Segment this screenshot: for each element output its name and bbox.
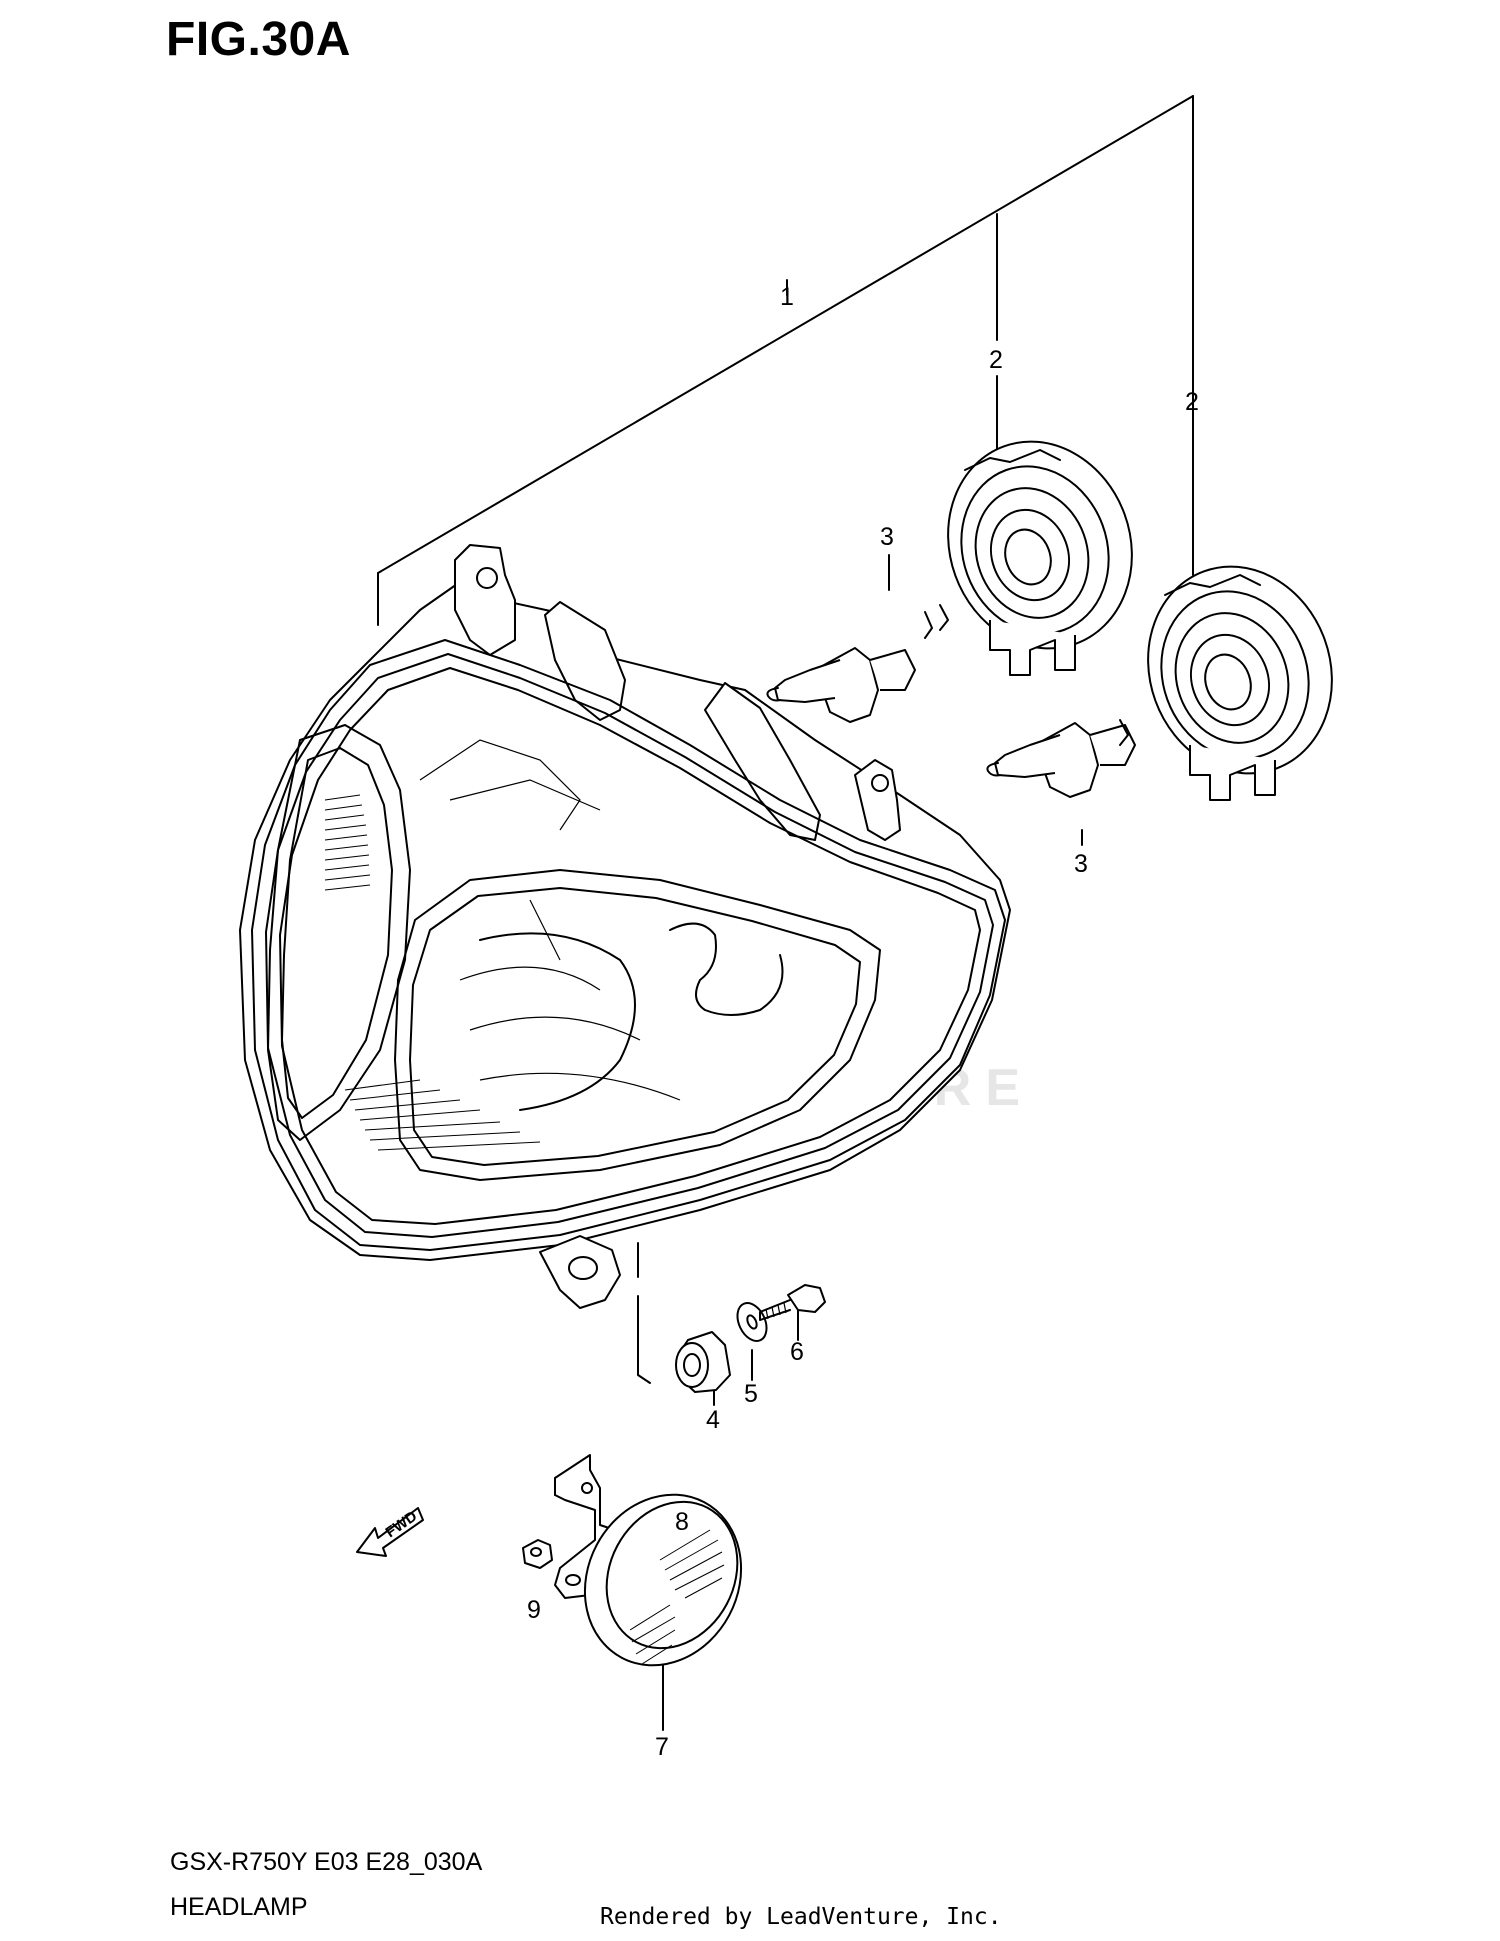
headlamp-main-reflector bbox=[394, 869, 881, 1181]
reflector-hatching bbox=[629, 1529, 725, 1665]
reflector-contour-5 bbox=[419, 739, 581, 831]
headlamp-lens-outline-outer bbox=[251, 639, 1006, 1251]
headlamp-side-reflector-inner bbox=[281, 747, 393, 1119]
top-mount-hole bbox=[476, 567, 498, 589]
callout-5: 5 bbox=[744, 1380, 758, 1408]
callout-4: 4 bbox=[706, 1406, 720, 1434]
headlamp-side-reflector bbox=[267, 724, 411, 1141]
callout-3-upper: 3 bbox=[880, 523, 894, 551]
reflector-contour-4 bbox=[529, 899, 561, 961]
headlamp-hatching bbox=[324, 794, 541, 1151]
figure-title: FIG.30A bbox=[166, 13, 351, 66]
render-credit: Rendered by LeadVenture, Inc. bbox=[600, 1904, 1002, 1930]
headlamp-projector-bowl bbox=[669, 922, 784, 1016]
callout-2-lower: 2 bbox=[1185, 388, 1199, 416]
bottom-mount-hole bbox=[568, 1256, 598, 1280]
callout-3-lower: 3 bbox=[1074, 850, 1088, 878]
headlamp-upper-duct bbox=[544, 601, 626, 721]
upper-socket-rim-tab bbox=[964, 449, 1061, 471]
forward-direction-arrow: FWD bbox=[356, 1507, 424, 1557]
bulb-lower bbox=[986, 719, 1136, 798]
callout-2-upper: 2 bbox=[989, 346, 1003, 374]
bulb-upper bbox=[766, 604, 949, 723]
section-name: HEADLAMP bbox=[170, 1893, 308, 1921]
leader-lines bbox=[377, 95, 1194, 1731]
headlamp-top-mount-tab bbox=[454, 544, 516, 656]
reflector-contour-6 bbox=[449, 779, 601, 811]
callout-labels: 1 2 2 3 3 4 5 6 7 8 9 bbox=[527, 283, 1199, 1761]
callout-7: 7 bbox=[655, 1733, 669, 1761]
headlamp-lens-outline-mid bbox=[265, 653, 994, 1238]
headlamp-lens-outline-inner bbox=[279, 667, 981, 1225]
grommet bbox=[675, 1331, 731, 1393]
screw bbox=[759, 1284, 826, 1321]
model-code: GSX-R750Y E03 E28_030A bbox=[170, 1848, 483, 1876]
bulb-socket-lower bbox=[1147, 565, 1333, 801]
callout-6: 6 bbox=[790, 1338, 804, 1366]
callout-8: 8 bbox=[675, 1508, 689, 1536]
washer bbox=[736, 1302, 768, 1342]
nut bbox=[522, 1539, 553, 1569]
upper-socket-terminals bbox=[989, 620, 1076, 676]
headlamp-side-mount-tab bbox=[854, 759, 901, 841]
bulb-socket-upper bbox=[947, 440, 1133, 676]
headlamp-assembly bbox=[239, 544, 1011, 1309]
reflector-contour-3 bbox=[479, 1072, 681, 1101]
lower-socket-terminals bbox=[1189, 745, 1276, 801]
side-mount-hole bbox=[871, 774, 889, 792]
callout-9: 9 bbox=[527, 1596, 541, 1624]
reflector-contour-2 bbox=[469, 1016, 641, 1041]
reflector-contour-1 bbox=[459, 966, 601, 991]
reflector bbox=[583, 1493, 743, 1667]
callout-1: 1 bbox=[780, 283, 794, 311]
headlamp-main-reflector-inner bbox=[409, 887, 861, 1166]
lower-socket-rim-tab bbox=[1164, 574, 1261, 596]
